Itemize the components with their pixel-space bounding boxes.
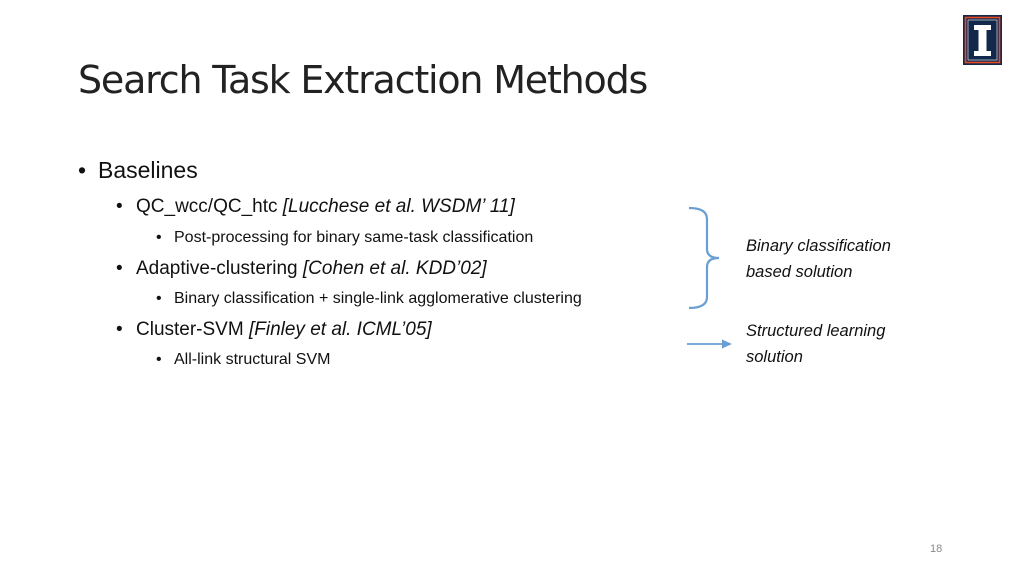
bullet-text: Baselines [98, 157, 198, 183]
bullet-glyph: • [116, 258, 123, 279]
bullet-text: Binary classification + single-link aggl… [174, 290, 582, 307]
citation: [Finley et al. ICML’05] [248, 319, 432, 340]
bullet-text: QC_wcc/QC_htc [136, 196, 283, 217]
bullet-glyph: • [156, 290, 162, 307]
bullet-baselines: • Baselines [78, 157, 198, 184]
university-logo-icon [963, 15, 1002, 65]
bullet-text: Adaptive-clustering [136, 258, 303, 279]
bullet-glyph: • [156, 229, 162, 246]
bullet-glyph: • [116, 319, 123, 340]
sub-bullet-adaptive: • Binary classification + single-link agg… [156, 290, 582, 308]
bullet-glyph: • [116, 196, 123, 217]
bullet-glyph: • [78, 157, 87, 183]
slide-title: Search Task Extraction Methods [78, 58, 648, 102]
bullet-cluster-svm: • Cluster-SVM [Finley et al. ICML’05] [116, 319, 432, 341]
note-line: based solution [746, 263, 853, 281]
citation: [Lucchese et al. WSDM’ 11] [282, 196, 515, 217]
note-line: Structured learning [746, 322, 886, 340]
note-line: solution [746, 348, 803, 366]
note-line: Binary classification [746, 237, 891, 255]
sub-bullet-cluster-svm: • All-link structural SVM [156, 351, 330, 369]
binary-classification-note: Binary classification based solution [746, 233, 891, 285]
right-arrow-icon [687, 339, 732, 349]
bullet-text: Cluster-SVM [136, 319, 249, 340]
structured-learning-note: Structured learning solution [746, 318, 885, 370]
page-number: 18 [930, 543, 943, 555]
bullet-text: All-link structural SVM [174, 351, 331, 368]
bullet-glyph: • [156, 351, 162, 368]
sub-bullet-qc: • Post-processing for binary same-task cl… [156, 229, 533, 247]
right-curly-brace-icon [688, 206, 720, 310]
bullet-adaptive: • Adaptive-clustering [Cohen et al. KDD’0… [116, 258, 487, 280]
citation: [Cohen et al. KDD’02] [302, 258, 487, 279]
bullet-text: Post-processing for binary same-task cla… [174, 229, 534, 246]
bullet-qc: • QC_wcc/QC_htc [Lucchese et al. WSDM’ 11… [116, 196, 515, 218]
